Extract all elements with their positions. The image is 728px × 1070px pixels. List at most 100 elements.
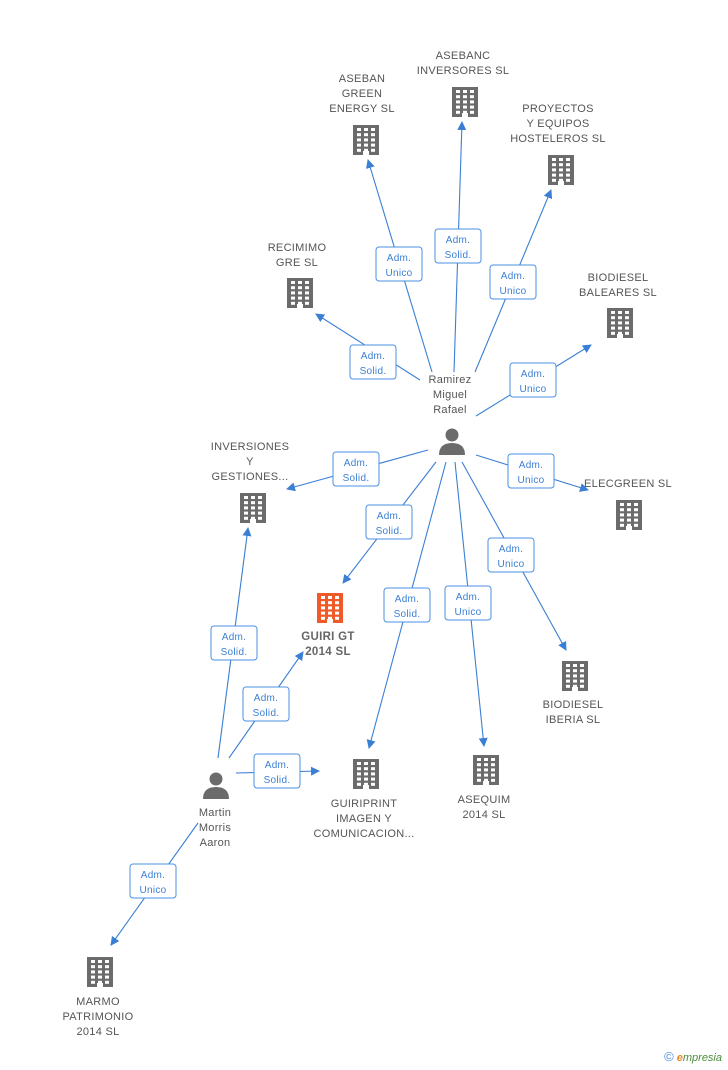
building-window bbox=[559, 158, 563, 161]
building-window bbox=[463, 105, 467, 109]
building-icon-guirigt[interactable] bbox=[317, 593, 343, 623]
building-window bbox=[91, 980, 95, 984]
building-window bbox=[625, 311, 629, 314]
building-window bbox=[611, 316, 615, 320]
node-label-asequim[interactable]: 2014 SL bbox=[462, 809, 505, 821]
building-window bbox=[328, 606, 332, 610]
node-label-martin[interactable]: Martin bbox=[199, 807, 231, 819]
node-label-recimimo[interactable]: RECIMIMO bbox=[268, 242, 327, 254]
building-window bbox=[625, 316, 629, 320]
node-label-bioiberia[interactable]: BIODIESEL bbox=[543, 699, 604, 711]
node-label-aseban[interactable]: GREEN bbox=[342, 88, 383, 100]
edge-label-line: Unico bbox=[499, 286, 526, 297]
node-label-martin[interactable]: Aaron bbox=[200, 837, 231, 849]
building-window bbox=[456, 105, 460, 109]
building-icon-marmo[interactable] bbox=[87, 957, 113, 987]
edge-label-ramirez-guiriprint[interactable]: Adm.Solid. bbox=[383, 587, 431, 623]
building-window bbox=[321, 596, 325, 599]
building-window bbox=[258, 511, 262, 515]
node-label-inversiones[interactable]: Y bbox=[246, 456, 254, 468]
building-window bbox=[258, 506, 262, 510]
person-icon-martin[interactable] bbox=[203, 772, 229, 800]
building-window bbox=[573, 669, 577, 673]
edge-label-line: Solid. bbox=[253, 708, 280, 719]
node-label-proyectos[interactable]: HOSTELEROS SL bbox=[510, 133, 606, 145]
edge-label-ramirez-bioiberia[interactable]: Adm.Unico bbox=[487, 537, 535, 573]
edge-label-martin-guiriprint[interactable]: Adm. Solid. bbox=[253, 753, 301, 789]
edge-label-line: Solid. bbox=[264, 775, 291, 786]
edge-label-ramirez-inversiones[interactable]: Adm.Solid. bbox=[332, 451, 380, 487]
person-body bbox=[439, 443, 465, 455]
building-icon-asequim[interactable] bbox=[473, 755, 499, 785]
building-window bbox=[364, 148, 368, 152]
building-window bbox=[298, 286, 302, 290]
building-icon-biobaleares[interactable] bbox=[607, 308, 633, 338]
node-label-guiriprint[interactable]: IMAGEN Y bbox=[336, 813, 392, 825]
edge-label-ramirez-proyectos[interactable]: Adm.Unico bbox=[489, 264, 537, 300]
building-icon-bioiberia[interactable] bbox=[562, 661, 588, 691]
node-label-ramirez[interactable]: Ramirez bbox=[428, 374, 471, 386]
edge-label-ramirez-guirigt[interactable]: Adm.Solid. bbox=[365, 504, 413, 540]
edge-label-martin-guirigt[interactable]: Adm.Solid. bbox=[242, 686, 290, 722]
building-door bbox=[297, 304, 303, 308]
edge-label-martin-inversiones[interactable]: Adm.Solid. bbox=[210, 625, 258, 661]
building-window bbox=[573, 679, 577, 683]
edge-label-line: Adm. bbox=[395, 594, 420, 605]
node-label-guiriprint[interactable]: GUIRIPRINT bbox=[331, 798, 398, 810]
building-icon-aseban[interactable] bbox=[353, 125, 379, 155]
edge-label-line: Adm. bbox=[141, 870, 166, 881]
building-icon-recimimo[interactable] bbox=[287, 278, 313, 308]
edge-label-ramirez-aseban[interactable]: Adm.Unico bbox=[375, 246, 423, 282]
node-label-bioiberia[interactable]: IBERIA SL bbox=[546, 714, 601, 726]
building-window bbox=[364, 777, 368, 781]
edge-label-ramirez-elecgreen[interactable]: Adm.Unico bbox=[507, 453, 555, 489]
node-label-asebanc[interactable]: INVERSORES SL bbox=[417, 65, 510, 77]
edge-label-ramirez-asebanc[interactable]: Adm.Solid. bbox=[434, 228, 482, 264]
node-label-elecgreen[interactable]: ELECGREEN SL bbox=[584, 478, 672, 490]
building-window bbox=[357, 772, 361, 776]
edge-label-ramirez-asequim[interactable]: Adm.Unico bbox=[444, 585, 492, 621]
node-label-ramirez[interactable]: Miguel bbox=[433, 389, 467, 401]
edge-label-box bbox=[489, 264, 537, 300]
node-label-guiriprint[interactable]: COMUNICACION... bbox=[313, 828, 414, 840]
edge-label-line: Solid. bbox=[221, 647, 248, 658]
node-label-guirigt[interactable]: 2014 SL bbox=[305, 646, 351, 658]
node-label-biobaleares[interactable]: BIODIESEL bbox=[588, 272, 649, 284]
node-label-marmo[interactable]: 2014 SL bbox=[76, 1026, 119, 1038]
edge-label-martin-marmo[interactable]: Adm.Unico bbox=[129, 863, 177, 899]
node-label-ramirez[interactable]: Rafael bbox=[433, 404, 467, 416]
node-label-guirigt[interactable]: GUIRI GT bbox=[301, 631, 355, 643]
building-window bbox=[552, 173, 556, 177]
edge-label-line: Adm. bbox=[519, 460, 544, 471]
node-label-asebanc[interactable]: ASEBANC bbox=[436, 50, 491, 62]
node-label-proyectos[interactable]: PROYECTOS bbox=[522, 103, 594, 115]
node-label-marmo[interactable]: MARMO bbox=[76, 996, 120, 1008]
node-label-aseban[interactable]: ENERGY SL bbox=[329, 103, 394, 115]
building-icon-asebanc[interactable] bbox=[452, 87, 478, 117]
node-label-martin[interactable]: Morris bbox=[199, 822, 232, 834]
building-window bbox=[627, 513, 631, 517]
node-label-inversiones[interactable]: INVERSIONES bbox=[211, 441, 290, 453]
node-label-biobaleares[interactable]: BALEARES SL bbox=[579, 287, 657, 299]
building-icon-guiriprint[interactable] bbox=[353, 759, 379, 789]
building-window bbox=[251, 506, 255, 510]
node-label-recimimo[interactable]: GRE SL bbox=[276, 257, 318, 269]
node-label-aseban[interactable]: ASEBAN bbox=[339, 73, 385, 85]
building-window bbox=[470, 95, 474, 99]
edge-label-ramirez-recimimo[interactable]: Adm.Solid. bbox=[349, 344, 397, 380]
building-icon-proyectos[interactable] bbox=[548, 155, 574, 185]
node-label-marmo[interactable]: PATRIMONIO bbox=[62, 1011, 133, 1023]
edge-label-line: Adm. bbox=[265, 760, 290, 771]
node-label-proyectos[interactable]: Y EQUIPOS bbox=[526, 118, 589, 130]
edge-label-line: Unico bbox=[497, 559, 524, 570]
edge-label-ramirez-biobaleares[interactable]: Adm.Unico bbox=[509, 362, 557, 398]
node-label-asequim[interactable]: ASEQUIM bbox=[458, 794, 511, 806]
building-window bbox=[357, 143, 361, 147]
building-window bbox=[357, 762, 361, 765]
edge-label-box bbox=[383, 587, 431, 623]
building-window bbox=[491, 768, 495, 772]
person-icon-ramirez[interactable] bbox=[439, 428, 465, 456]
node-label-inversiones[interactable]: GESTIONES... bbox=[212, 471, 289, 483]
building-icon-inversiones[interactable] bbox=[240, 493, 266, 523]
building-icon-elecgreen[interactable] bbox=[616, 500, 642, 530]
